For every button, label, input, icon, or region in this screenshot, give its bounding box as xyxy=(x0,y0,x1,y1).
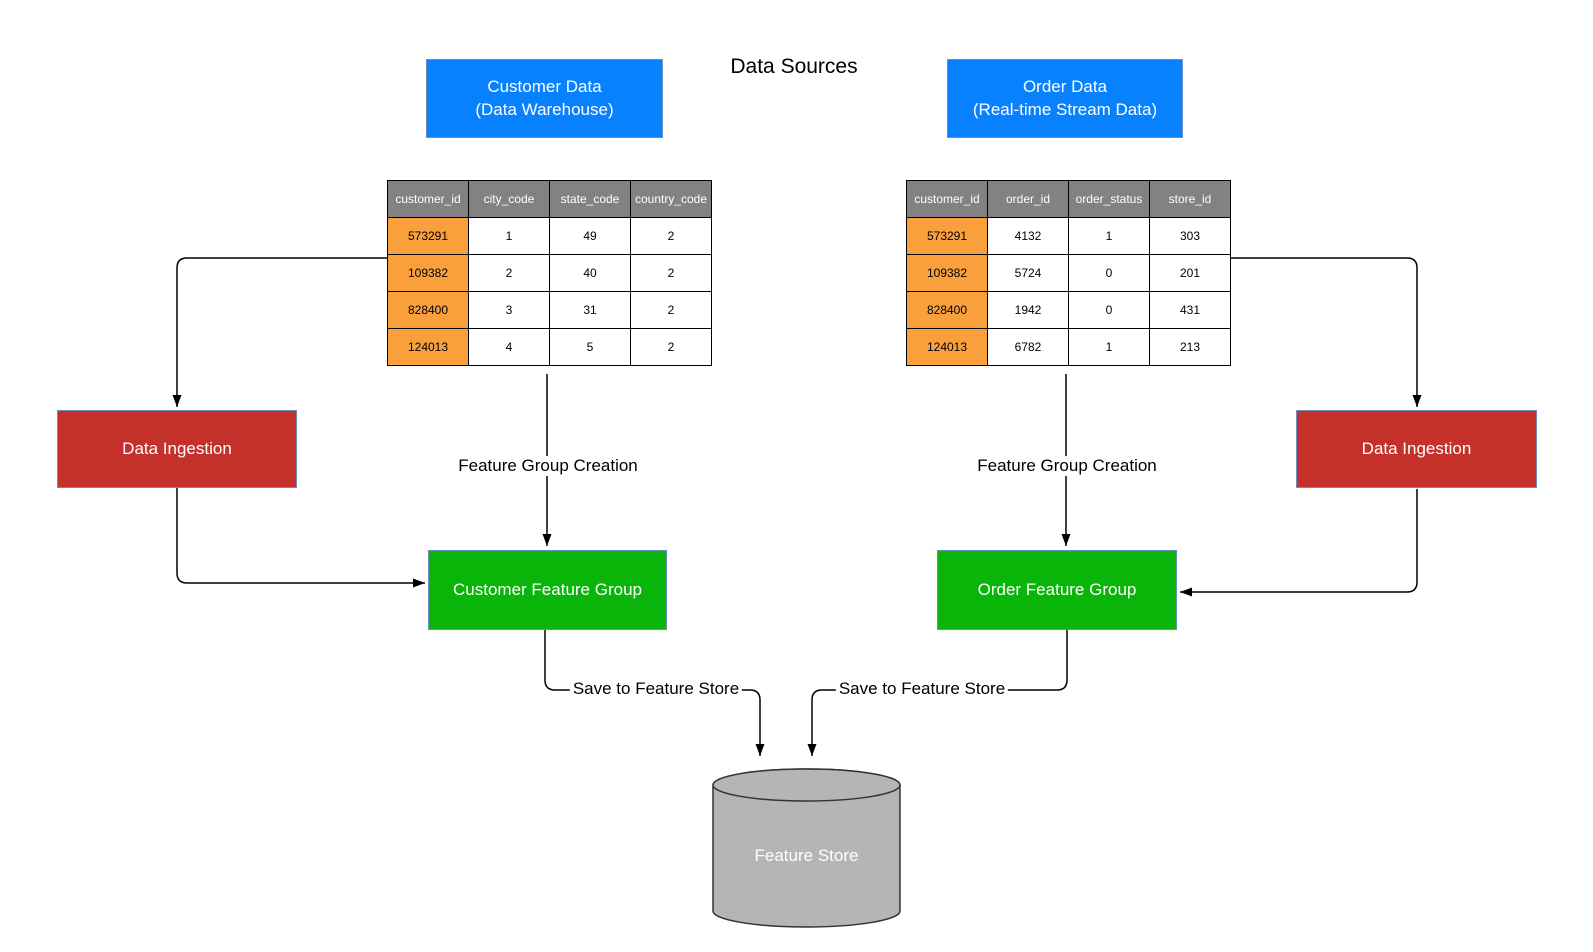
column-header: customer_id xyxy=(387,180,469,218)
table-cell: 2 xyxy=(630,328,712,366)
arrow-order-table-to-right-ingestion xyxy=(1226,257,1422,407)
table-cell: 431 xyxy=(1149,291,1231,329)
column-header: order_status xyxy=(1068,180,1150,218)
table-cell: 2 xyxy=(630,291,712,329)
feature-store-label: Feature Store xyxy=(754,846,859,865)
table-cell: 4 xyxy=(468,328,550,366)
table-cell: 6782 xyxy=(987,328,1069,366)
feature-group-creation-right-label: Feature Group Creation xyxy=(974,456,1160,476)
table-cell: 201 xyxy=(1149,254,1231,292)
key-cell: 124013 xyxy=(906,328,988,366)
column-header: customer_id xyxy=(906,180,988,218)
order-data-source-box: Order Data (Real-time Stream Data) xyxy=(947,59,1183,138)
table-cell: 49 xyxy=(549,217,631,255)
table-cell: 4132 xyxy=(987,217,1069,255)
save-to-feature-store-right-label: Save to Feature Store xyxy=(835,679,1009,699)
column-header: store_id xyxy=(1149,180,1231,218)
table-cell: 1 xyxy=(468,217,550,255)
table-cell: 303 xyxy=(1149,217,1231,255)
customer-data-source-label: Customer Data (Data Warehouse) xyxy=(475,77,614,119)
column-header: country_code xyxy=(630,180,712,218)
table-cell: 5 xyxy=(549,328,631,366)
table-cell: 2 xyxy=(630,217,712,255)
table-cell: 1 xyxy=(1068,328,1150,366)
save-to-feature-store-left-label: Save to Feature Store xyxy=(569,679,743,699)
table-cell: 0 xyxy=(1068,291,1150,329)
key-cell: 109382 xyxy=(906,254,988,292)
key-cell: 124013 xyxy=(387,328,469,366)
key-cell: 573291 xyxy=(906,217,988,255)
customer-data-source-box: Customer Data (Data Warehouse) xyxy=(426,59,663,138)
arrow-customer-table-to-left-ingestion xyxy=(172,257,387,407)
feature-group-creation-left-label: Feature Group Creation xyxy=(455,456,641,476)
key-cell: 828400 xyxy=(387,291,469,329)
data-ingestion-left-box: Data Ingestion xyxy=(57,410,297,488)
column-header: state_code xyxy=(549,180,631,218)
arrow-left-ingestion-to-customer-feature-group xyxy=(176,488,425,588)
diagram-title: Data Sources xyxy=(730,55,858,78)
order-feature-group-box: Order Feature Group xyxy=(937,550,1177,630)
table-cell: 31 xyxy=(549,291,631,329)
order-data-source-label: Order Data (Real-time Stream Data) xyxy=(972,77,1158,119)
key-cell: 573291 xyxy=(387,217,469,255)
data-ingestion-right-box: Data Ingestion xyxy=(1296,410,1537,488)
key-cell: 109382 xyxy=(387,254,469,292)
customer-feature-group-box: Customer Feature Group xyxy=(428,550,667,630)
table-cell: 213 xyxy=(1149,328,1231,366)
arrow-right-ingestion-to-order-feature-group xyxy=(1180,489,1418,597)
